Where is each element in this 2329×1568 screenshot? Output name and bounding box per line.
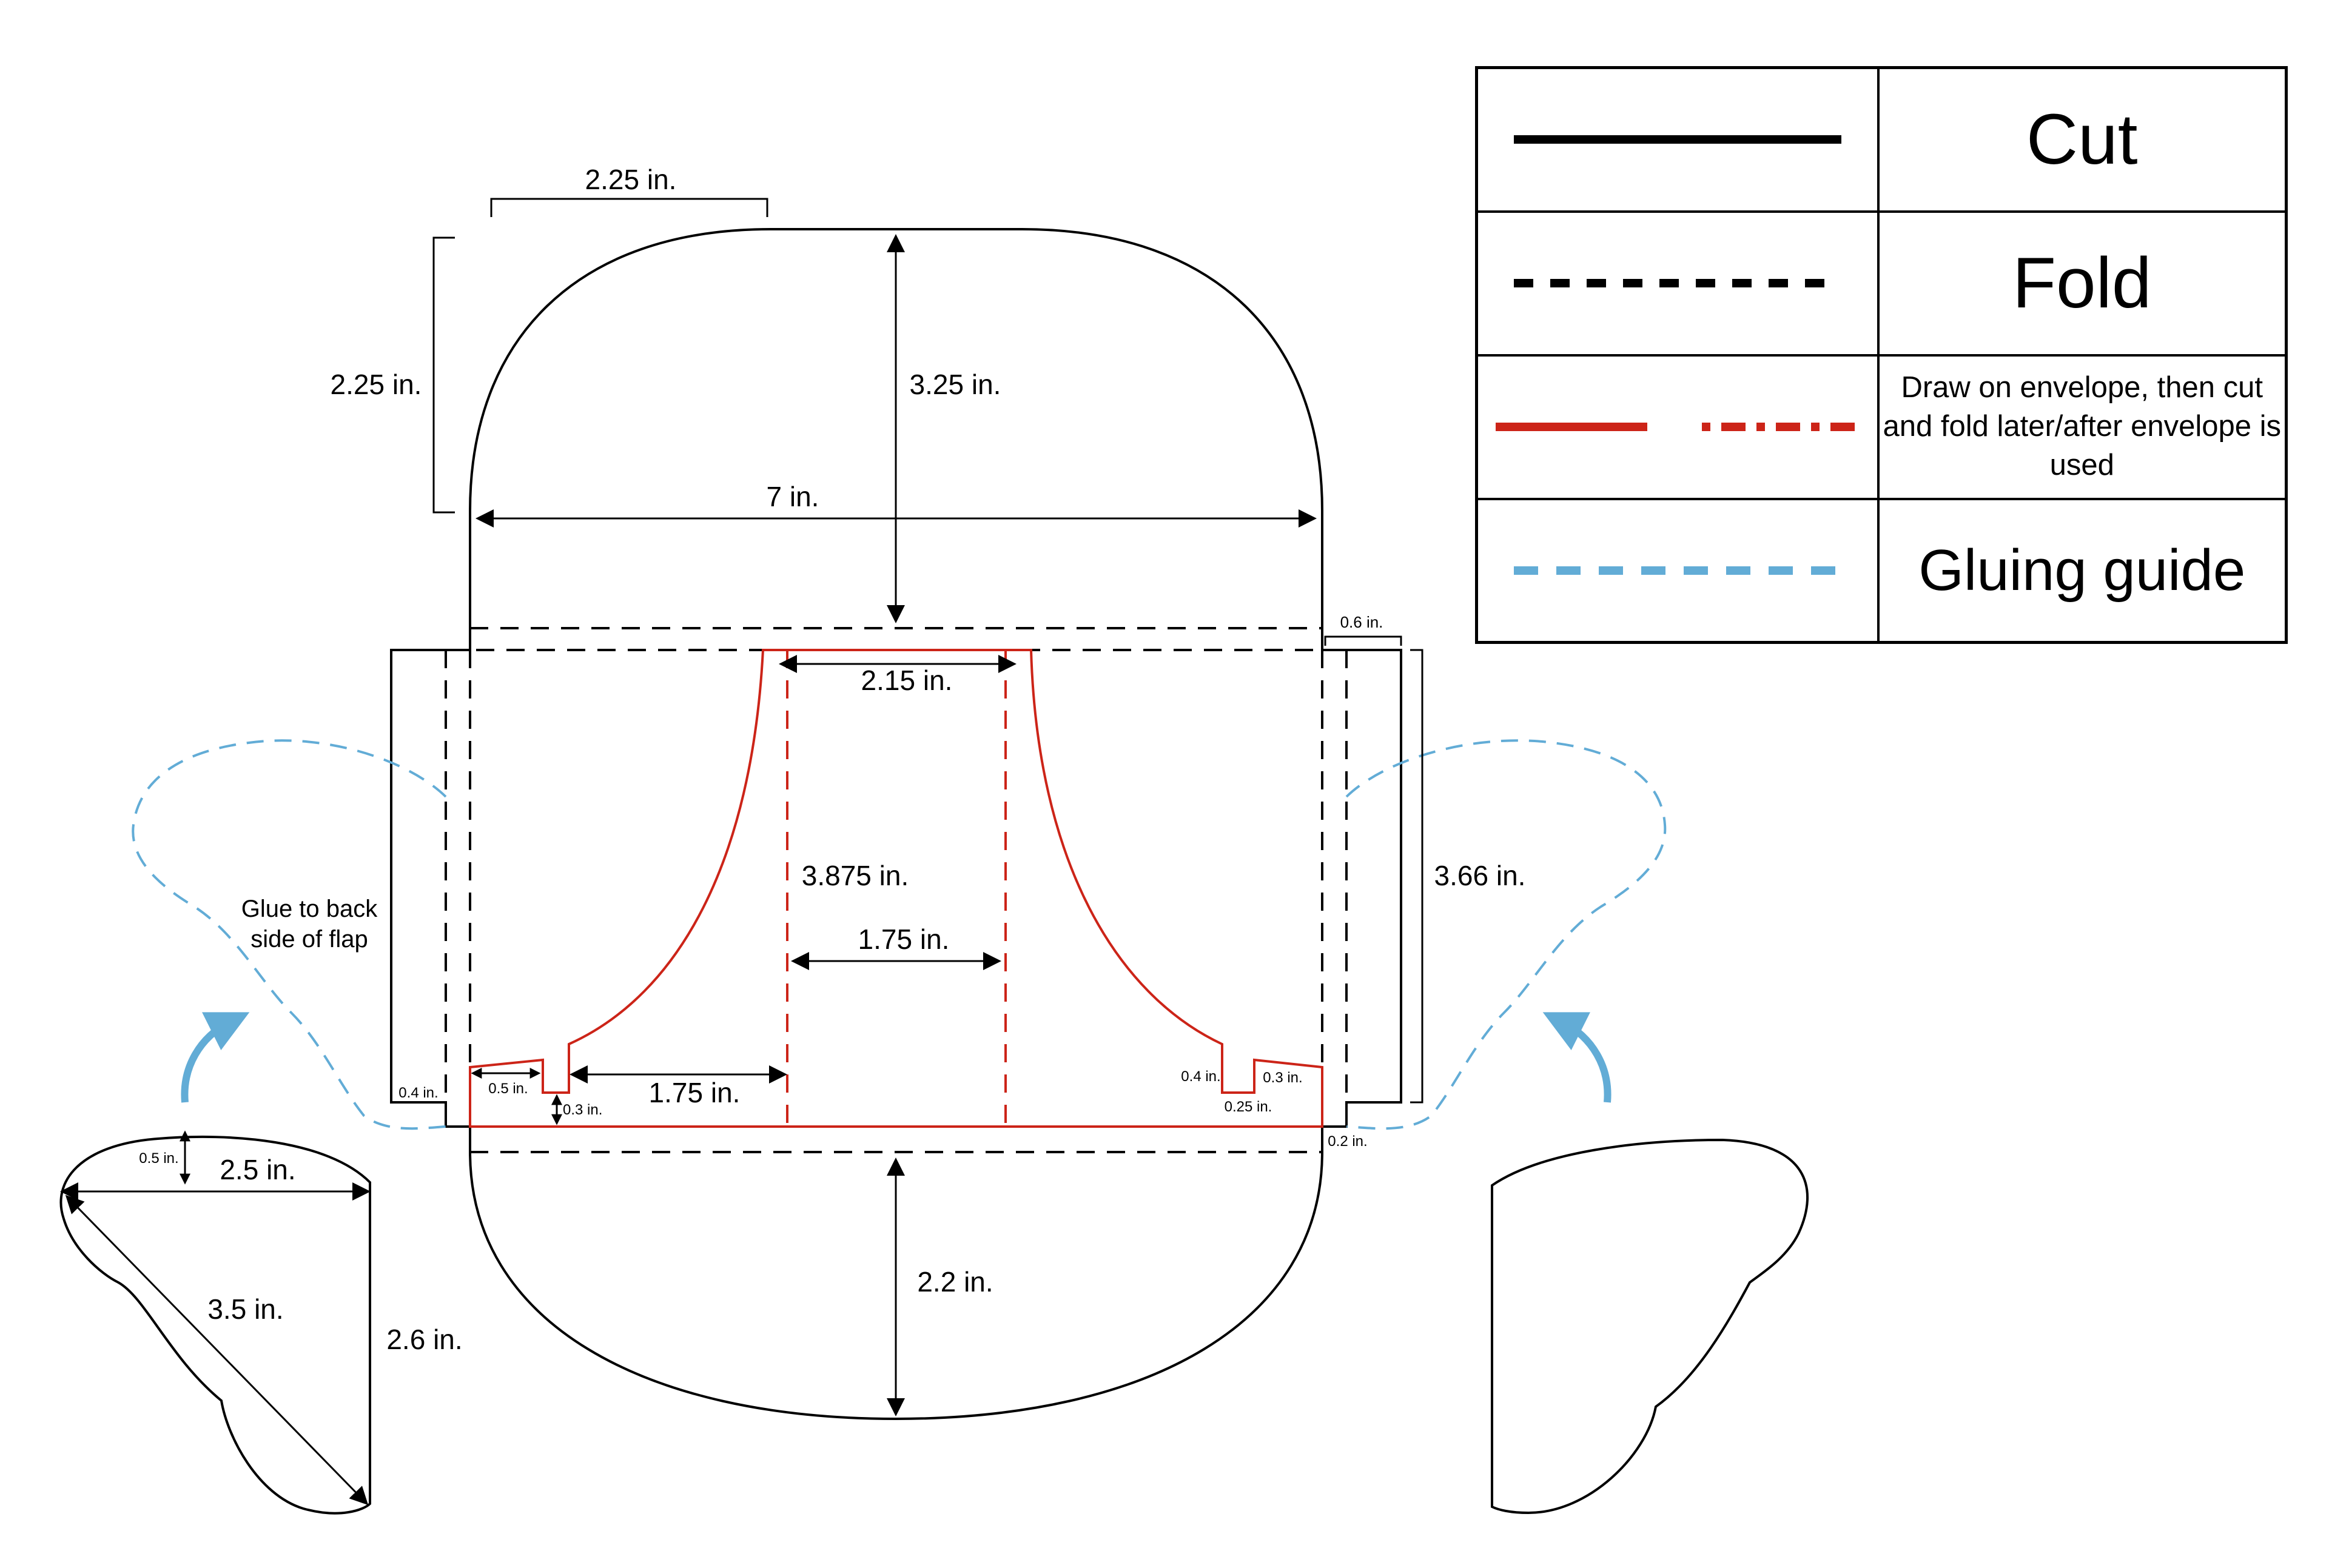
legend-swatch-cut: [1475, 66, 1880, 213]
label-top-flap-height: 3.25 in.: [910, 369, 1001, 400]
legend-row-glue: Gluing guide: [1475, 497, 2288, 644]
legend-swatch-draw: [1475, 353, 1880, 500]
legend-row-draw: Draw on envelope, then cut and fold late…: [1475, 353, 2288, 500]
label-top-flap-corner-width: 2.25 in.: [585, 164, 677, 195]
red-solid-dashed-line-icon: [1495, 423, 1860, 431]
label-left-notch-width: 0.5 in.: [488, 1081, 528, 1097]
fold-lines: [445, 627, 1348, 1153]
bracket-side-flap-width: [1324, 635, 1402, 646]
label-right-notch-left-height: 0.4 in.: [1181, 1068, 1220, 1085]
label-window-height: 3.875 in.: [802, 860, 909, 891]
left-gluing-guide: [132, 739, 447, 1130]
dashed-line-icon: [1513, 279, 1841, 287]
legend-label-draw: Draw on envelope, then cut and fold late…: [1877, 353, 2288, 500]
left-curved-arrow-icon: [181, 1012, 250, 1103]
glue-note-line2: side of flap: [250, 926, 368, 953]
label-right-side-gap: 0.2 in.: [1328, 1133, 1367, 1150]
bracket-top-corner-width: [490, 198, 768, 217]
label-wing-top-offset: 0.5 in.: [139, 1150, 178, 1167]
right-wing-piece: [1491, 1138, 1809, 1515]
label-wing-width: 2.5 in.: [220, 1154, 295, 1185]
window-outline: [469, 649, 1323, 1128]
label-envelope-width: 7 in.: [767, 481, 819, 512]
legend-row-cut: Cut: [1475, 66, 2288, 213]
legend-row-fold: Fold: [1475, 210, 2288, 357]
label-right-notch-width: 0.25 in.: [1225, 1099, 1272, 1115]
legend-label-fold: Fold: [1877, 210, 2288, 357]
label-wing-diagonal: 3.5 in.: [207, 1293, 283, 1325]
legend-table: Cut Fold Draw on envelope, then cut and …: [1475, 66, 2288, 644]
blue-dashed-line-icon: [1513, 566, 1841, 575]
label-side-flap-height: 3.66 in.: [1434, 860, 1526, 891]
legend-label-cut: Cut: [1877, 66, 2288, 213]
label-window-top-width: 2.15 in.: [861, 665, 953, 696]
blue-arrows: [181, 1012, 1611, 1103]
label-right-notch-right-height: 0.3 in.: [1263, 1070, 1302, 1086]
right-gluing-guide: [1345, 739, 1667, 1130]
label-bottom-left-width: 1.75 in.: [649, 1077, 741, 1108]
gluing-guides: [132, 739, 1667, 1130]
label-left-notch-height: 0.3 in.: [563, 1102, 602, 1118]
solid-line-icon: [1513, 135, 1841, 144]
left-side-flap: [390, 649, 470, 1128]
top-flap-outline: [469, 228, 1323, 628]
bracket-top-corner-height: [432, 236, 455, 514]
right-side-flap: [1322, 649, 1402, 1128]
arrow-wing-diagonal: [65, 1194, 369, 1506]
label-left-side-gap: 0.4 in.: [398, 1085, 438, 1101]
glue-note: Glue to back side of flap: [241, 896, 378, 953]
bracket-side-flap-height: [1410, 649, 1423, 1104]
right-curved-arrow-icon: [1542, 1012, 1611, 1103]
label-window-inner-width: 1.75 in.: [858, 923, 950, 955]
dimension-labels: 2.25 in. 2.25 in. 3.25 in. 7 in. 0.6 in.…: [139, 164, 1525, 1355]
dimension-lines: [60, 198, 1423, 1506]
left-wing-piece: [59, 1135, 371, 1515]
label-wing-height: 2.6 in.: [386, 1324, 462, 1355]
label-side-flap-width: 0.6 in.: [1340, 613, 1383, 631]
label-top-flap-corner-height: 2.25 in.: [331, 369, 422, 400]
legend-swatch-glue: [1475, 497, 1880, 644]
label-bottom-flap-height: 2.2 in.: [917, 1266, 993, 1298]
bottom-flap-outline: [469, 1151, 1323, 1421]
glue-note-line1: Glue to back: [241, 896, 378, 922]
draw-lines: [469, 649, 1323, 1128]
legend-label-glue: Gluing guide: [1877, 497, 2288, 644]
legend-swatch-fold: [1475, 210, 1880, 357]
